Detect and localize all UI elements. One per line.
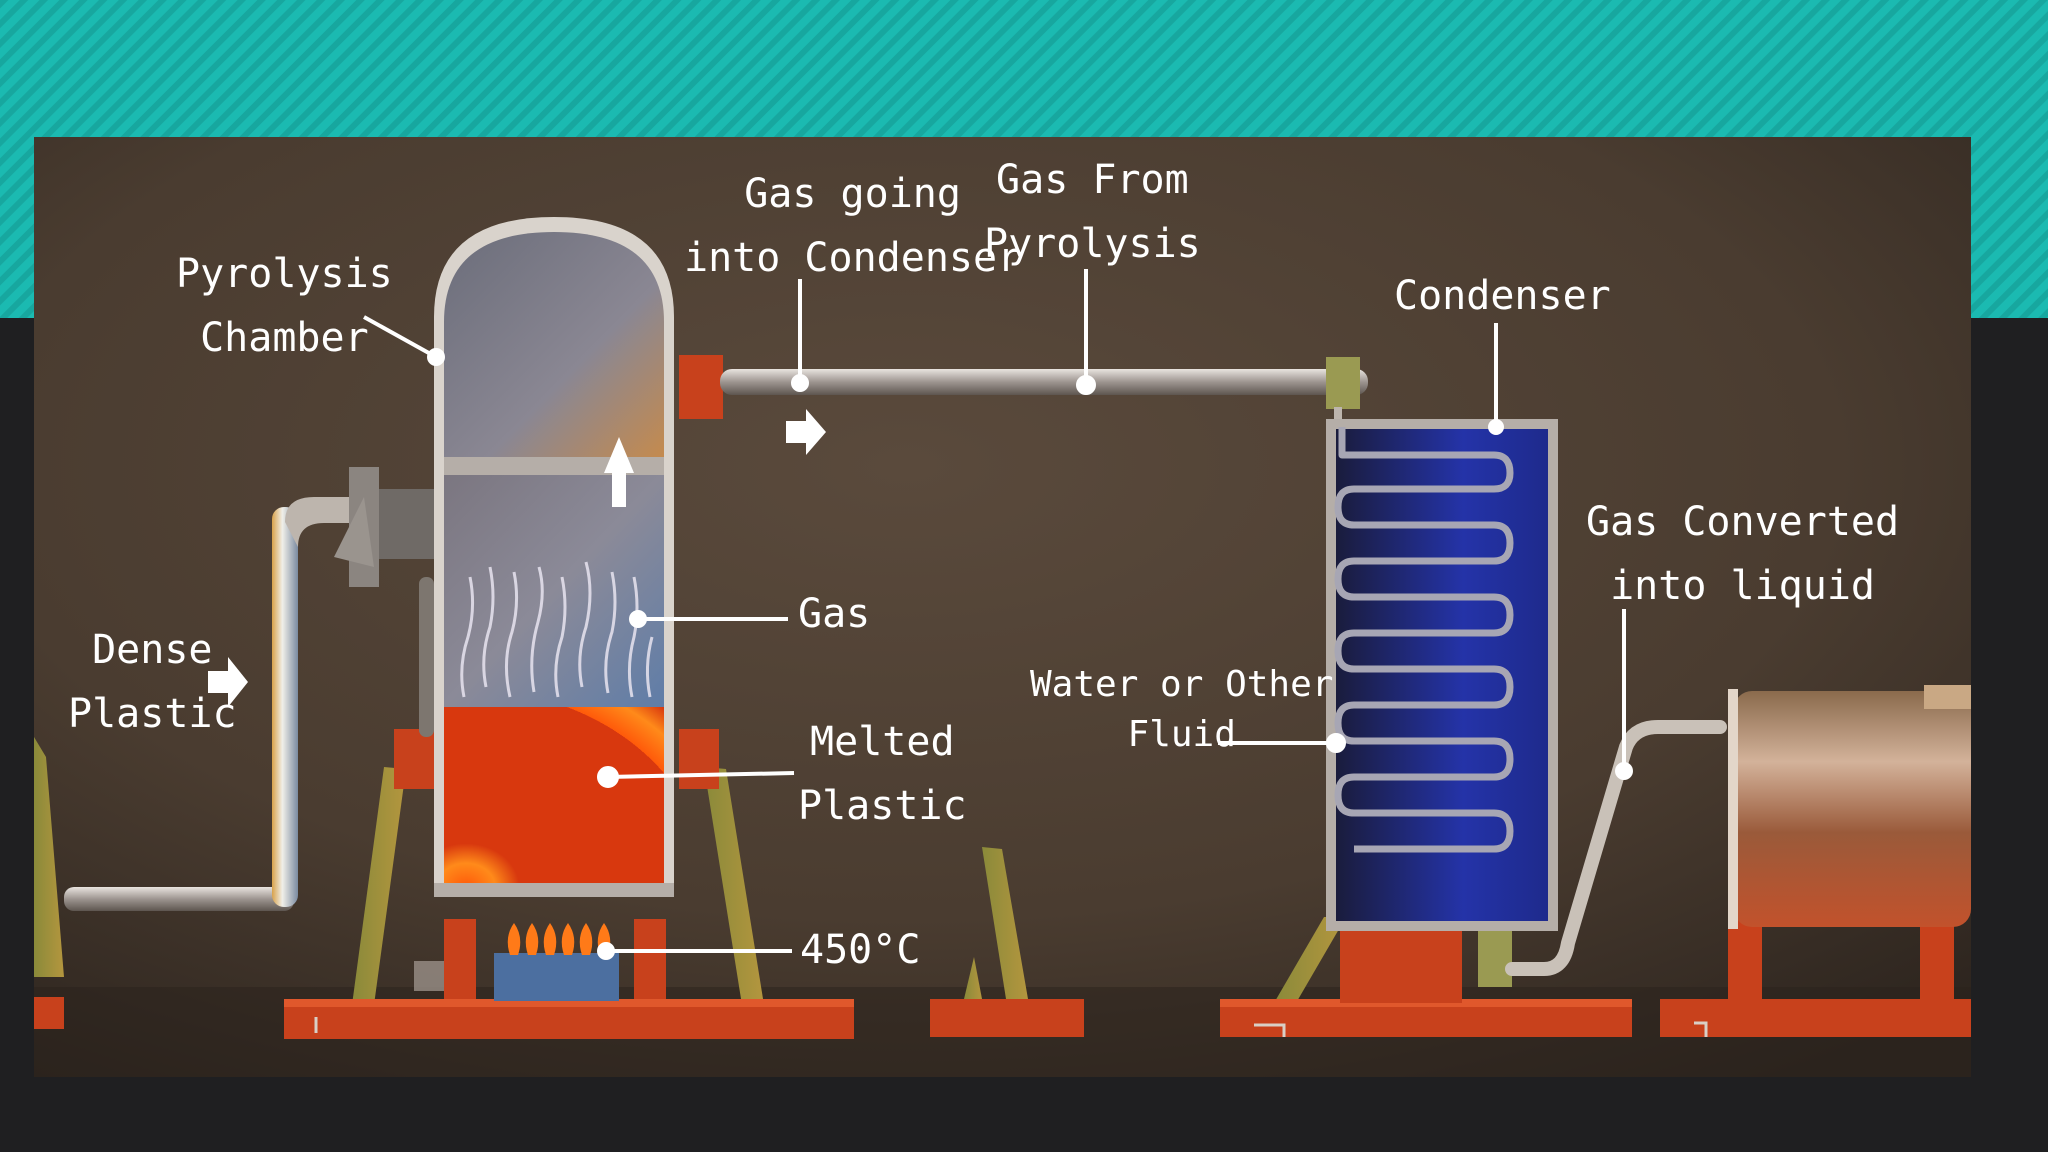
burner: [414, 919, 666, 1001]
flow-arrow-icon: [786, 409, 826, 455]
label-temperature: 450°C: [800, 927, 921, 973]
left-base: [34, 997, 64, 1029]
liquid-outlet-pipe: [1505, 720, 1727, 976]
middle-support-leg: [982, 847, 1028, 999]
gas-transfer-pipe: [679, 355, 1368, 429]
left-support-leg: [34, 737, 64, 977]
gas-wisps: [460, 561, 654, 698]
melted-plastic-mass: [444, 707, 664, 887]
label-pyrolysis-chamber: Pyrolysis Chamber: [176, 251, 393, 361]
chamber-leg-left: [352, 767, 406, 1005]
pyrolysis-diagram: [34, 137, 1971, 1077]
label-gas-converted: Gas Converted into liquid: [1586, 499, 1900, 609]
label-gas: Gas: [798, 591, 871, 637]
pyrolysis-chamber: [419, 217, 674, 897]
label-condenser: Condenser: [1394, 273, 1611, 319]
side-bracket-right: [679, 729, 719, 789]
middle-base: [930, 999, 1084, 1037]
condenser-fluid: [1336, 429, 1548, 921]
label-melted-plastic: Melted Plastic: [798, 719, 967, 829]
label-gas-into-condenser: Gas going into Condenser: [684, 171, 1022, 281]
label-gas-from-pyrolysis: Gas From Pyrolysis: [984, 157, 1201, 267]
condenser: [1220, 419, 1632, 1037]
rising-gas-arrow-icon: [604, 437, 634, 507]
dense-plastic-arrow-icon: [208, 657, 248, 707]
side-bracket-left: [394, 729, 434, 789]
leader-lines: [363, 269, 1633, 960]
chamber-leg-right: [704, 767, 764, 1005]
label-dense-plastic: Dense Plastic: [68, 627, 237, 737]
label-water-fluid: Water or Other Fluid: [1030, 664, 1334, 755]
collection-tank: [1660, 685, 1971, 1037]
condenser-coil: [1334, 427, 1514, 853]
